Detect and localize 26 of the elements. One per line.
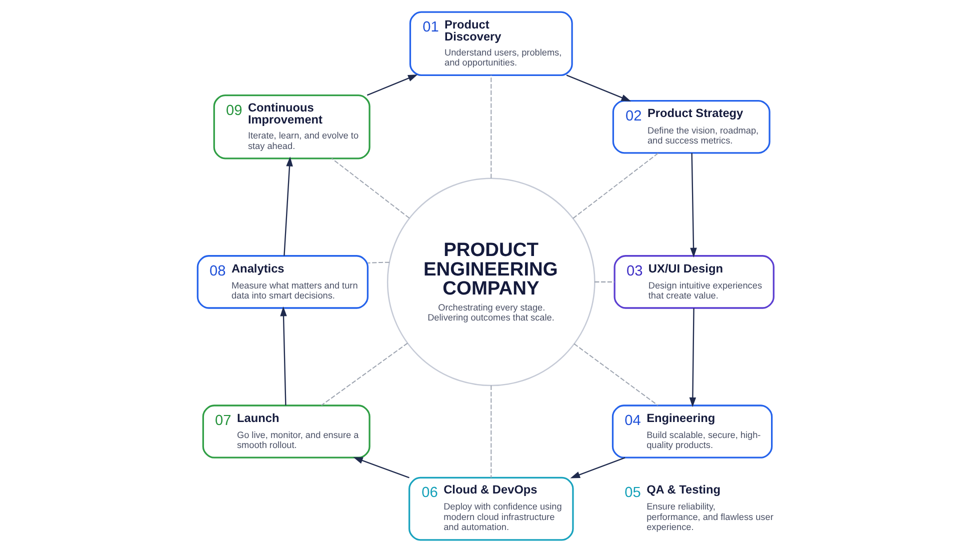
node-box: 03 UX/UI Design Design intuitive experiences that create value. [614, 255, 774, 309]
node-box: 07 Launch Go live, monitor, and ensure a smooth rollout. [202, 404, 370, 458]
connector [368, 262, 390, 264]
connector [490, 385, 492, 478]
node-box: 06 Cloud & DevOps Deploy with confidence using modern cloud infrastructure and automation. [408, 476, 574, 541]
connector [574, 343, 658, 406]
arrow [280, 306, 287, 406]
connector [331, 158, 410, 219]
node-circle: PRODUCT ENGINEERING COMPANY Orchestrating every stage. Delivering outcomes that scale. [386, 178, 596, 386]
connector [594, 281, 614, 282]
connector [321, 342, 408, 406]
connector [572, 152, 659, 219]
arrow [566, 74, 632, 102]
arrow [353, 457, 410, 478]
connector [490, 75, 492, 178]
label: Ensure reliability, performance, and flawless user experience. [646, 502, 774, 532]
arrow [689, 308, 696, 408]
node-box: 04 Engineering Build scalable, secure, high-quality products. [612, 404, 773, 458]
arrow [366, 74, 418, 96]
arrow [284, 156, 293, 256]
label: 05 [624, 484, 641, 501]
arrow [570, 457, 626, 478]
arrow [690, 153, 697, 258]
label: QA & Testing [646, 482, 720, 497]
node-box: 02 Product Strategy Define the vision, roadmap, and success metrics. [612, 100, 770, 154]
node-box: 08 Analytics Measure what matters and turn data into smart decisions. [196, 255, 369, 309]
